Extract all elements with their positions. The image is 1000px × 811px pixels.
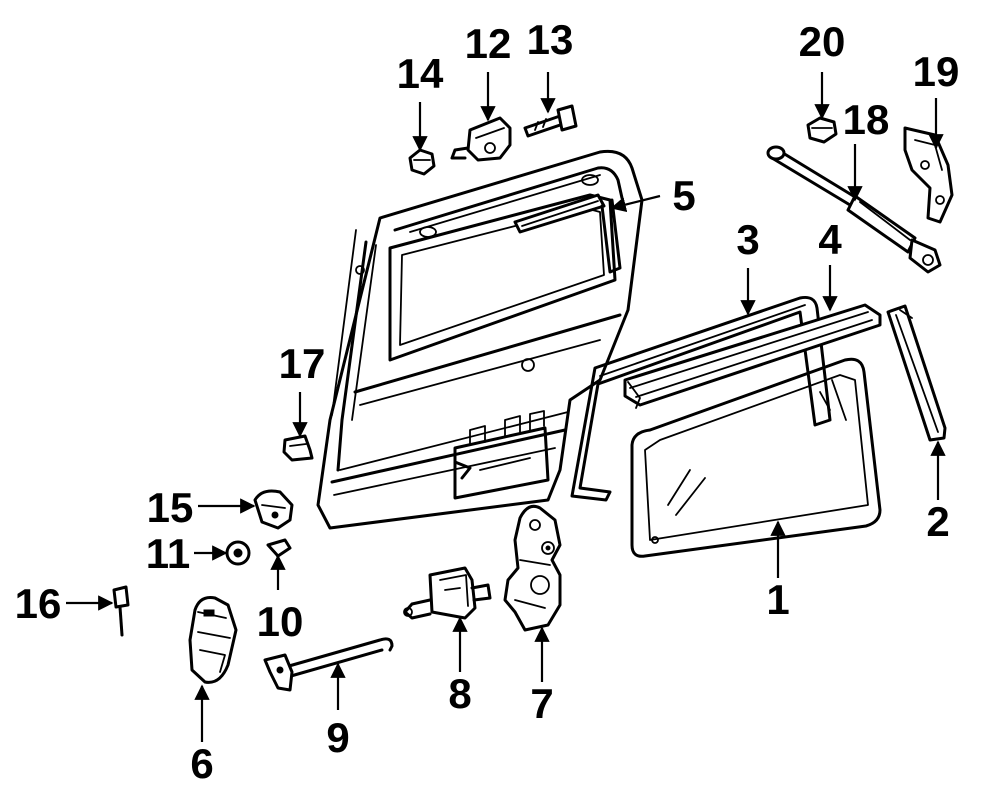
leader-lines (66, 72, 946, 742)
part-11-grommet (225, 540, 251, 566)
callout-1: 1 (766, 576, 789, 623)
callout-15: 15 (147, 484, 194, 531)
callout-2: 2 (926, 498, 949, 545)
callout-19: 19 (913, 48, 960, 95)
callout-6: 6 (190, 740, 213, 787)
part-6-latch-handle (188, 596, 238, 684)
part-14-nut (408, 148, 436, 176)
callout-18: 18 (843, 96, 890, 143)
callout-9: 9 (326, 714, 349, 761)
callout-17: 17 (279, 340, 326, 387)
callout-5: 5 (672, 172, 695, 219)
callout-13: 13 (527, 16, 574, 63)
part-3-weatherstrip (570, 296, 832, 502)
part-15-bumper (253, 489, 294, 530)
part-16-pin (112, 585, 130, 637)
part-18-gas-strut (766, 145, 942, 274)
callout-14: 14 (397, 50, 444, 97)
callout-3: 3 (736, 216, 759, 263)
tailgate-door-panel (316, 149, 644, 530)
part-20-nut (806, 116, 838, 144)
part-12-hinge (450, 116, 512, 162)
callout-16: 16 (15, 580, 62, 627)
callout-4: 4 (818, 216, 842, 263)
part-13-bolt (523, 104, 578, 138)
part-2-side-trim (886, 304, 947, 442)
part-4-run-channel (623, 303, 882, 409)
callout-labels: 1 2 3 4 5 6 7 8 9 10 11 12 13 14 15 16 1… (15, 16, 960, 787)
part-8-actuator (403, 566, 492, 620)
callout-7: 7 (530, 680, 553, 727)
callout-11: 11 (146, 530, 190, 577)
leader-5 (610, 194, 661, 213)
part-7-lock-assembly (503, 504, 562, 632)
callout-10: 10 (257, 598, 304, 645)
part-9-control-rod (263, 637, 394, 692)
part-19-bracket (903, 126, 954, 224)
callout-12: 12 (465, 20, 512, 67)
callout-20: 20 (799, 18, 846, 65)
callout-8: 8 (448, 670, 471, 717)
part-17-stopper (282, 434, 314, 462)
